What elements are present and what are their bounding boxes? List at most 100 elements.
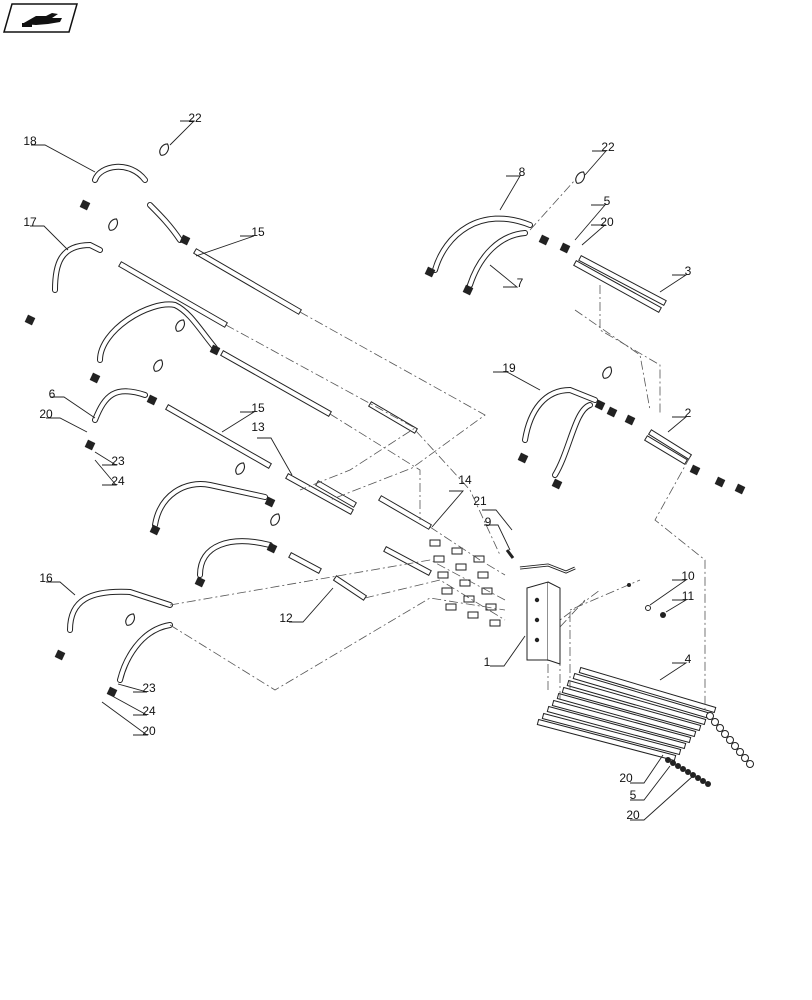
leader-line	[31, 144, 96, 173]
callout-label: 6	[49, 387, 56, 401]
leader-line	[169, 120, 196, 146]
callout-label: 24	[111, 474, 125, 488]
retaining-pin	[175, 319, 185, 332]
assembly-line	[599, 285, 661, 415]
fitting	[594, 399, 606, 411]
coupler	[477, 571, 489, 579]
coupler	[455, 563, 467, 571]
callout-labels: 1822171582252037620232419215131421916121…	[23, 111, 695, 822]
leader-line	[581, 224, 607, 246]
end-coupler	[705, 781, 711, 787]
straight-tube	[383, 546, 432, 576]
retaining-pin	[270, 513, 280, 526]
straight-tube	[165, 404, 272, 469]
straight-tube	[546, 705, 687, 750]
leader-line	[649, 579, 688, 606]
callout-label: 22	[188, 111, 202, 125]
end-coupler	[685, 769, 691, 775]
curved-hose	[97, 301, 218, 363]
callout-label: 24	[142, 704, 156, 718]
end-coupler	[690, 772, 696, 778]
curved-hose	[117, 622, 173, 683]
leader-line	[50, 396, 96, 419]
callout-label: 17	[23, 215, 37, 229]
assembly-line	[429, 526, 506, 576]
straight-tube	[551, 699, 692, 744]
leader-line	[117, 683, 148, 693]
straight-tube	[566, 679, 707, 726]
retaining-pin	[153, 359, 163, 372]
straight-tube	[561, 686, 702, 732]
retaining-pin	[602, 366, 612, 379]
callout-label: 4	[685, 652, 692, 666]
callout-label: 20	[142, 724, 156, 738]
leader-line	[257, 437, 293, 476]
leader-line	[630, 754, 664, 784]
coupler	[463, 595, 475, 603]
callout-label: 16	[39, 571, 53, 585]
callout-label: 5	[630, 788, 637, 802]
fitting	[149, 524, 161, 536]
callout-label: 20	[626, 808, 640, 822]
coupler	[437, 571, 449, 579]
callout-label: 23	[142, 681, 156, 695]
fitting	[606, 406, 618, 418]
callout-label: 22	[601, 140, 615, 154]
fittings	[24, 143, 754, 787]
assembly-line	[225, 324, 416, 491]
leader-lines	[30, 120, 694, 821]
assembly-line	[654, 456, 706, 710]
fitting	[559, 242, 571, 254]
leader-line	[493, 371, 541, 391]
coupler	[459, 579, 471, 587]
coupler	[451, 547, 463, 555]
curved-hose-inner	[433, 216, 532, 272]
assembly-line	[569, 579, 641, 690]
leader-line	[94, 451, 118, 466]
straight-tube	[643, 435, 689, 465]
callout-label: 18	[23, 134, 37, 148]
curved-hose-inner	[148, 203, 182, 242]
end-coupler	[675, 763, 681, 769]
callout-label: 23	[111, 454, 125, 468]
leader-line	[101, 701, 149, 736]
curved-hose-inner	[153, 482, 267, 527]
callout-label: 15	[251, 401, 265, 415]
fitting	[89, 372, 101, 384]
straight-tube	[285, 473, 354, 515]
retaining-pin	[125, 613, 135, 626]
retaining-pin	[575, 171, 585, 184]
leader-line	[30, 225, 69, 251]
fitting	[517, 452, 529, 464]
straight-tube	[193, 248, 302, 315]
leader-line	[431, 490, 464, 528]
assembly-line	[169, 597, 506, 691]
callout-label: 2	[685, 406, 692, 420]
leader-line	[46, 417, 88, 433]
coupler	[441, 587, 453, 595]
end-coupler	[731, 742, 739, 750]
curved-hoses	[52, 163, 598, 683]
leader-line	[659, 662, 688, 681]
end-coupler	[741, 754, 749, 762]
hand-pointer-icon[interactable]	[3, 3, 78, 33]
assembly-line	[547, 599, 586, 690]
end-coupler	[706, 712, 714, 720]
end-coupler	[665, 757, 671, 763]
leader-line	[574, 204, 606, 241]
leader-line	[630, 765, 671, 801]
callout-label: 20	[39, 407, 53, 421]
leader-line	[490, 635, 526, 667]
curved-hose	[197, 538, 273, 578]
bent-rod	[519, 563, 576, 574]
assembly-line	[529, 179, 576, 231]
end-coupler	[736, 748, 744, 756]
curved-hose-inner	[523, 387, 597, 442]
callout-label: 14	[458, 473, 472, 487]
fitting	[264, 496, 276, 508]
curved-hose-inner	[118, 623, 172, 682]
callout-label: 20	[619, 771, 633, 785]
end-coupler	[711, 718, 719, 726]
straight-tube	[332, 575, 368, 601]
